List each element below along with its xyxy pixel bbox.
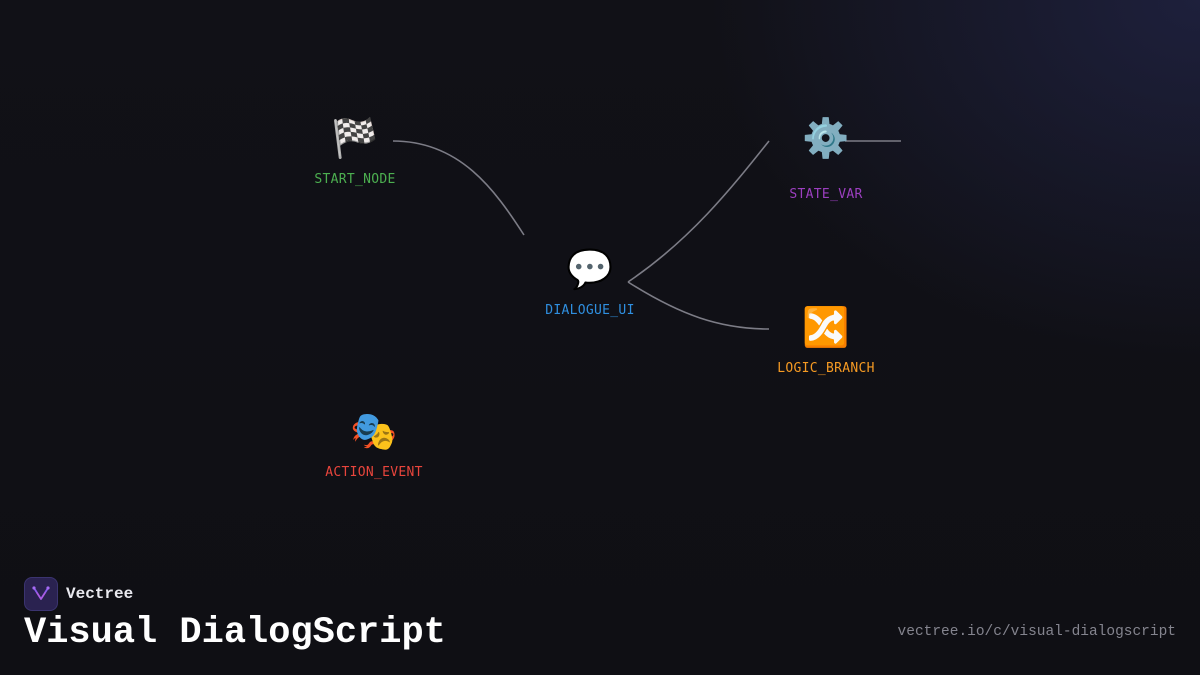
- brand: Vectree: [24, 577, 133, 611]
- node-start[interactable]: 🏁 START_NODE: [314, 116, 395, 187]
- checkered-flag-icon: 🏁: [331, 116, 379, 160]
- node-start-label: START_NODE: [314, 172, 396, 187]
- edge-dialogue-to-state: [627, 140, 770, 283]
- edge-dialogue-to-logic: [627, 281, 770, 330]
- speech-bubble-icon: 💬: [566, 247, 614, 291]
- brand-name: Vectree: [66, 585, 134, 603]
- node-state-var-label: STATE_VAR: [789, 187, 863, 202]
- gear-icon: ⚙️: [802, 116, 850, 160]
- node-action-event[interactable]: 🎭 ACTION_EVENT: [325, 409, 423, 480]
- page-title: Visual DialogScript: [24, 612, 446, 654]
- page-url[interactable]: vectree.io/c/visual-dialogscript: [897, 624, 1176, 640]
- shuffle-icon: 🔀: [802, 305, 850, 349]
- node-dialogue[interactable]: 💬 DIALOGUE_UI: [545, 247, 634, 318]
- theater-masks-icon: 🎭: [350, 409, 398, 453]
- node-state-var[interactable]: ⚙️ STATE_VAR: [789, 116, 862, 202]
- node-logic-branch[interactable]: 🔀 LOGIC_BRANCH: [777, 305, 875, 376]
- node-logic-branch-label: LOGIC_BRANCH: [777, 361, 875, 376]
- node-action-event-label: ACTION_EVENT: [325, 465, 423, 480]
- edge-start-to-dialogue: [392, 140, 525, 236]
- node-dialogue-label: DIALOGUE_UI: [545, 303, 635, 318]
- vectree-logo-icon: [24, 577, 58, 611]
